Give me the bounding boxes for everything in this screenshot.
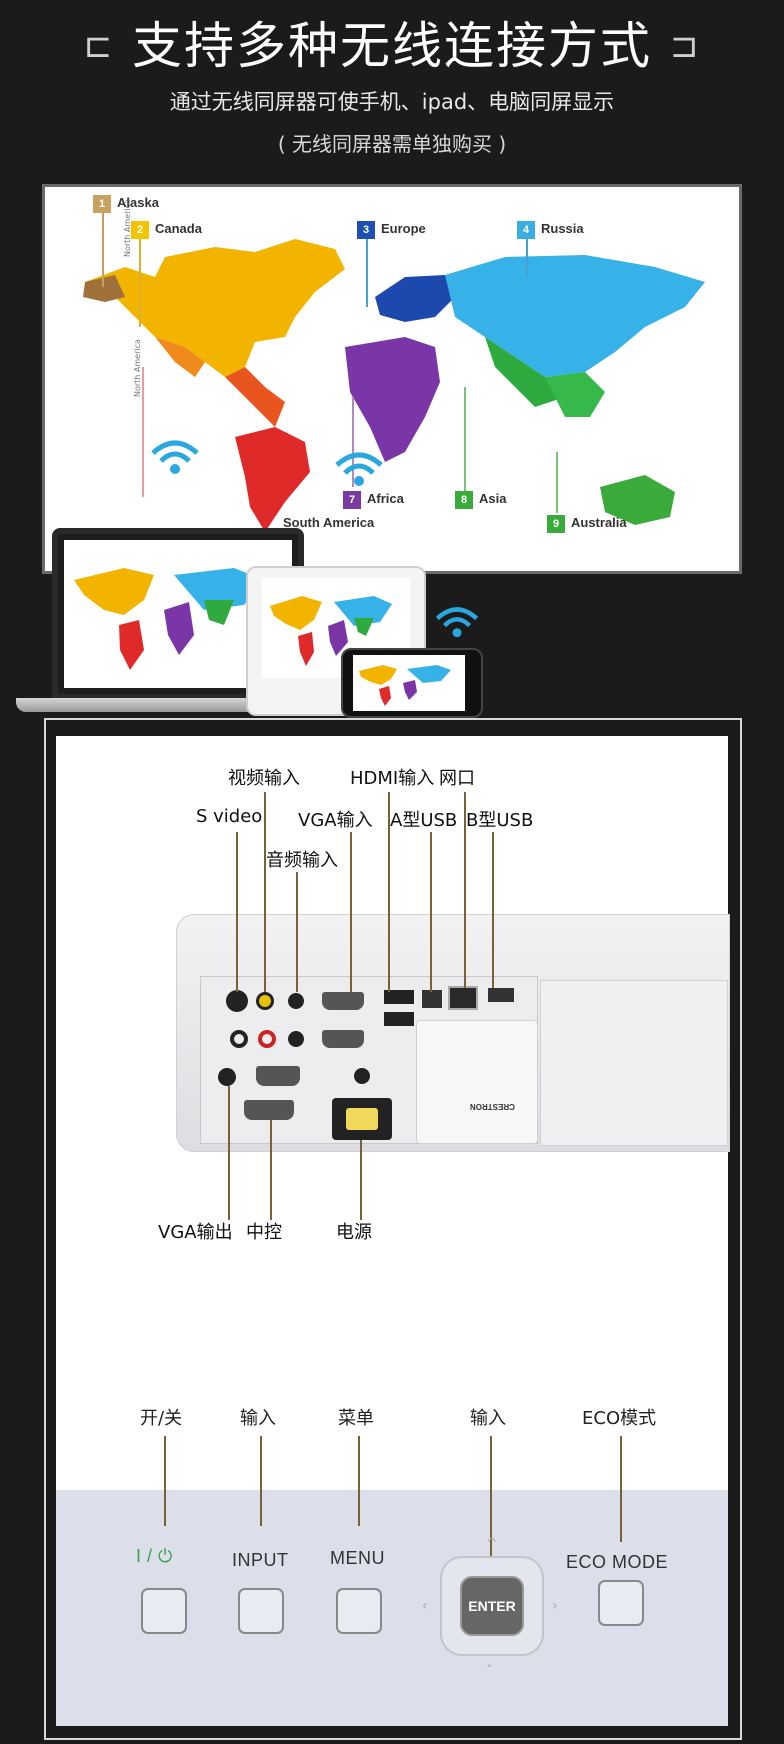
callout-line-control	[270, 1120, 272, 1220]
label-hdmi-in: HDMI输入	[350, 768, 435, 789]
callout-line-power-button	[164, 1436, 166, 1526]
label-enter-button: 输入	[470, 1408, 506, 1429]
world-map-screen: 1 Alaska 2 Canada 3 Europe 4 Russia 7 Af…	[42, 184, 742, 574]
input-panel-label: INPUT	[232, 1550, 289, 1570]
eco-mode-button[interactable]	[598, 1580, 644, 1626]
hero-subtitle: 通过无线同屏器可使手机、ipad、电脑同屏显示	[169, 90, 615, 114]
callout-line-usb-b	[492, 832, 494, 988]
callout-line-audio-in	[296, 872, 298, 992]
label-menu-button: 菜单	[338, 1408, 374, 1429]
audio-port-2	[288, 1031, 304, 1047]
label-vga-in: VGA输入	[298, 810, 373, 831]
region-label-canada: Canada	[155, 221, 202, 236]
power-button[interactable]	[141, 1588, 187, 1634]
cable-cover	[416, 1020, 538, 1144]
label-power: 电源	[336, 1222, 372, 1243]
region-num-alaska: 1	[93, 195, 111, 213]
power-symbol-label: I / ⏻	[136, 1546, 173, 1566]
label-audio-in: 音频输入	[266, 850, 338, 871]
hdmi-port	[384, 990, 414, 1004]
vga-out-connector	[256, 1066, 300, 1086]
callout-line-power	[360, 1140, 362, 1220]
side-panel	[540, 980, 728, 1146]
title-text: 支持多种无线连接方式	[132, 17, 652, 75]
vga-in-port-2	[322, 1030, 364, 1048]
phone-device	[341, 648, 483, 718]
title-bracket-left: ⊏	[83, 26, 115, 66]
callout-line-enter-button	[490, 1436, 492, 1576]
wifi-icon	[435, 607, 479, 638]
callout-line-eco-button	[620, 1436, 622, 1542]
region-num-europe: 3	[357, 221, 375, 239]
hdmi-port-2	[384, 1012, 414, 1026]
label-control: 中控	[246, 1222, 282, 1243]
input-button[interactable]	[238, 1588, 284, 1634]
label-s-video: S video	[196, 806, 263, 827]
vga-in-port	[322, 992, 364, 1010]
callout-line-menu-button	[358, 1436, 360, 1526]
right-arrow-icon[interactable]: ›	[552, 1598, 558, 1614]
region-label-australia: Australia	[571, 515, 627, 530]
video-in-port	[256, 992, 274, 1010]
callout-line-usb-a	[430, 832, 432, 992]
label-power-button: 开/关	[140, 1408, 183, 1429]
title-bracket-right: ⊐	[669, 26, 701, 66]
label-network: 网口	[439, 768, 475, 789]
hero-title: ⊏ 支持多种无线连接方式 ⊐	[0, 6, 784, 78]
control-port	[244, 1100, 294, 1120]
enter-button[interactable]: ENTER	[460, 1576, 524, 1636]
network-port	[448, 986, 478, 1010]
mini-jack-port	[354, 1068, 370, 1084]
left-arrow-icon[interactable]: ‹	[422, 1598, 428, 1614]
usb-a-port	[422, 990, 442, 1008]
region-num-russia: 4	[517, 221, 535, 239]
region-label-europe: Europe	[381, 221, 426, 236]
region-num-australia: 9	[547, 515, 565, 533]
world-map-illustration	[83, 209, 705, 532]
callout-line-vga-in	[350, 832, 352, 992]
side-label-na-1: North America	[123, 199, 132, 257]
callout-line-input-button	[260, 1436, 262, 1526]
callout-line-s-video	[236, 832, 238, 992]
down-arrow-icon[interactable]: ˇ	[486, 1664, 493, 1680]
audio-in-port	[288, 993, 304, 1009]
eco-panel-label: ECO MODE	[566, 1552, 669, 1572]
region-label-south-america: South America	[283, 515, 375, 530]
label-video-in: 视频输入	[228, 768, 300, 789]
label-vga-out: VGA输出	[158, 1222, 233, 1243]
region-num-africa: 7	[343, 491, 361, 509]
callout-line-network	[464, 792, 466, 988]
region-label-russia: Russia	[541, 221, 584, 236]
vga-out-port	[218, 1068, 236, 1086]
hero-note: ( 无线同屏器需单独购买 )	[277, 132, 507, 156]
audio-r-port	[258, 1030, 276, 1048]
power-socket-pins	[346, 1108, 378, 1130]
label-eco-button: ECO模式	[582, 1408, 657, 1429]
label-usb-b: B型USB	[466, 810, 534, 831]
menu-panel-label: MENU	[330, 1548, 385, 1568]
side-label-na-2: North America	[133, 339, 142, 397]
up-arrow-icon[interactable]: ^	[486, 1536, 498, 1552]
label-input-button: 输入	[240, 1408, 276, 1429]
callout-line-video-in	[264, 792, 266, 992]
label-usb-a: A型USB	[390, 810, 458, 831]
callout-line-vga-out	[228, 1086, 230, 1220]
region-num-canada: 2	[131, 221, 149, 239]
audio-l-port	[230, 1030, 248, 1048]
wifi-icon	[151, 440, 199, 474]
region-label-asia: Asia	[479, 491, 507, 506]
s-video-port	[226, 990, 248, 1012]
wifi-icon	[335, 452, 383, 486]
region-num-asia: 8	[455, 491, 473, 509]
brand-logo: CRESTRON	[470, 1102, 515, 1111]
region-label-alaska: Alaska	[117, 195, 159, 210]
usb-b-port	[488, 988, 514, 1002]
region-label-africa: Africa	[367, 491, 404, 506]
callout-line-hdmi	[388, 792, 390, 992]
menu-button[interactable]	[336, 1588, 382, 1634]
